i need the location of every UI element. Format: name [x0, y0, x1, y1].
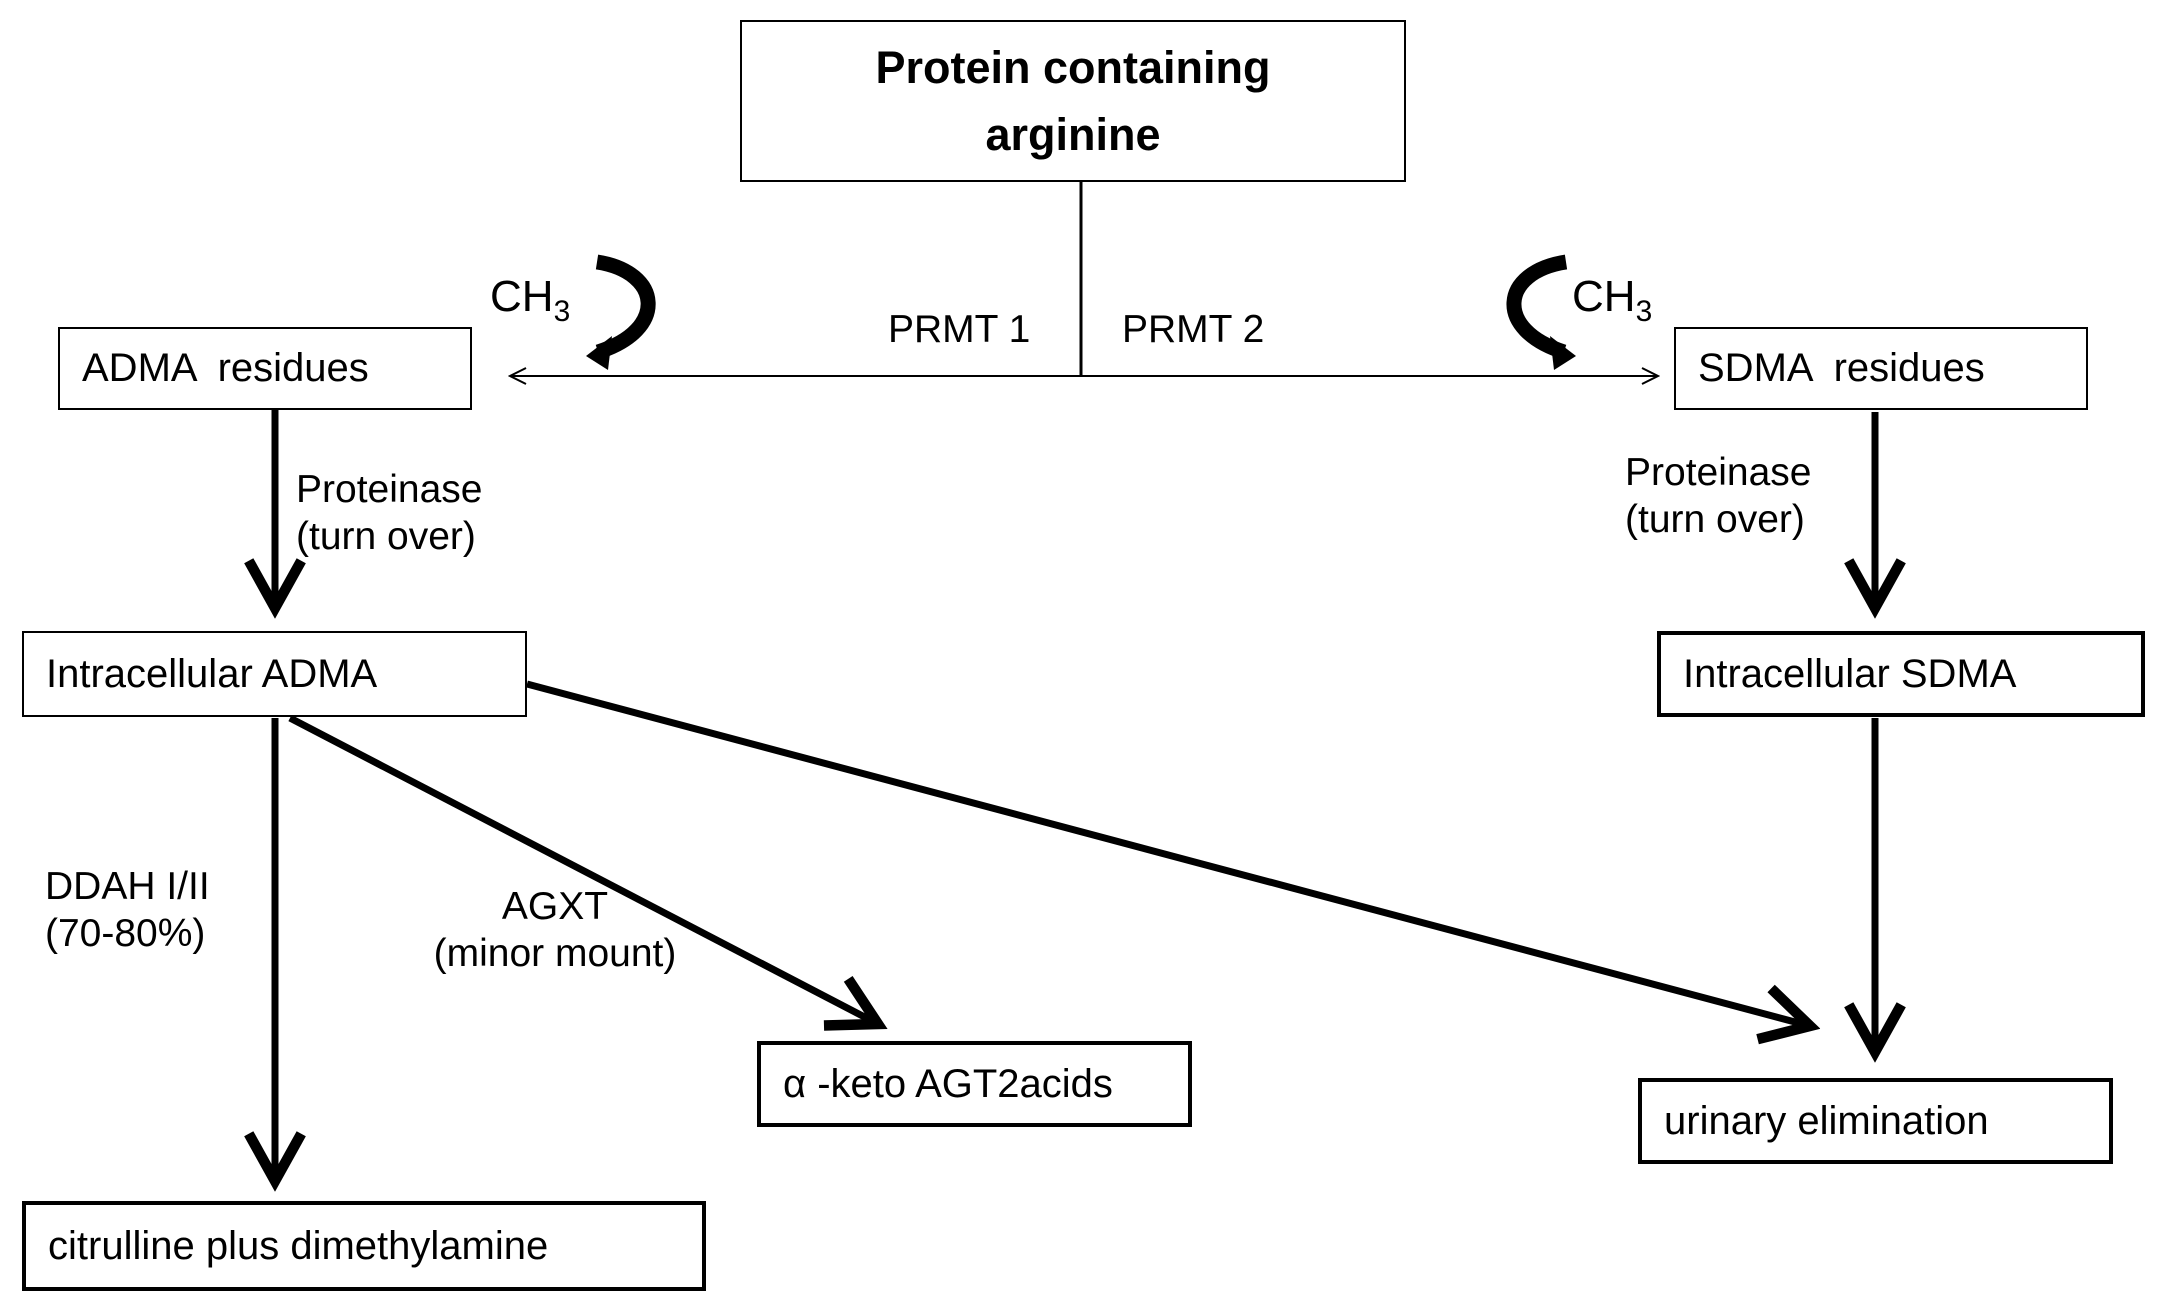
ch3-right-subscript: 3	[1635, 294, 1653, 328]
protein-label-line1: Protein containing	[875, 41, 1271, 93]
proteinase-left-line2: (turn over)	[296, 514, 476, 558]
intracellular-adma-label: Intracellular ADMA	[46, 651, 378, 696]
proteinase-right-label: Proteinase (turn over)	[1625, 450, 1811, 544]
ch3-right-label: CH3	[1572, 272, 1652, 329]
prmt2-label: PRMT 2	[1122, 308, 1265, 351]
adma-residues-label: ADMA residues	[82, 346, 369, 390]
prmt1-label: PRMT 1	[888, 308, 1031, 351]
alpha-keto-label: α -keto AGT2acids	[783, 1061, 1113, 1106]
ch3-right-arrowhead-icon	[1550, 336, 1576, 370]
ch3-right-curve-icon	[1506, 254, 1568, 360]
ch3-right-main: CH	[1572, 272, 1636, 321]
intracellular-sdma-box: Intracellular SDMA	[1657, 631, 2145, 717]
citrulline-label: citrulline plus dimethylamine	[48, 1223, 549, 1268]
proteinase-right-line1: Proteinase	[1625, 451, 1812, 494]
ddah-line2: (70-80%)	[45, 911, 206, 955]
adma-urinary-arrow	[526, 680, 1810, 1026]
urinary-elimination-label: urinary elimination	[1664, 1098, 1989, 1143]
citrulline-box: citrulline plus dimethylamine	[22, 1201, 706, 1291]
protein-box: Protein containing arginine	[740, 20, 1406, 182]
ch3-left-main: CH	[490, 272, 554, 321]
intracellular-adma-box: Intracellular ADMA	[22, 631, 527, 717]
sdma-residues-label: SDMA residues	[1698, 346, 1985, 390]
proteinase-left-line1: Proteinase	[296, 468, 483, 511]
urinary-elimination-box: urinary elimination	[1638, 1078, 2113, 1164]
ddah-line1: DDAH I/II	[45, 865, 210, 908]
intracellular-sdma-label: Intracellular SDMA	[1683, 651, 2017, 696]
ch3-left-subscript: 3	[553, 294, 571, 328]
alpha-keto-box: α -keto AGT2acids	[757, 1041, 1192, 1127]
proteinase-left-label: Proteinase (turn over)	[296, 467, 482, 561]
agxt-label: AGXT (minor mount)	[402, 884, 708, 978]
proteinase-right-line2: (turn over)	[1625, 497, 1805, 541]
ch3-left-arrowhead-icon	[586, 336, 612, 370]
sdma-residues-box: SDMA residues	[1674, 327, 2088, 410]
agxt-arrow	[288, 714, 878, 1024]
protein-label-line2: arginine	[985, 109, 1161, 160]
ch3-left-curve-icon	[595, 254, 656, 360]
ddah-label: DDAH I/II (70-80%)	[45, 864, 210, 958]
agxt-line2: (minor mount)	[433, 931, 677, 975]
agxt-line1: AGXT	[501, 885, 609, 928]
adma-residues-box: ADMA residues	[58, 327, 472, 410]
ch3-left-label: CH3	[490, 272, 570, 329]
